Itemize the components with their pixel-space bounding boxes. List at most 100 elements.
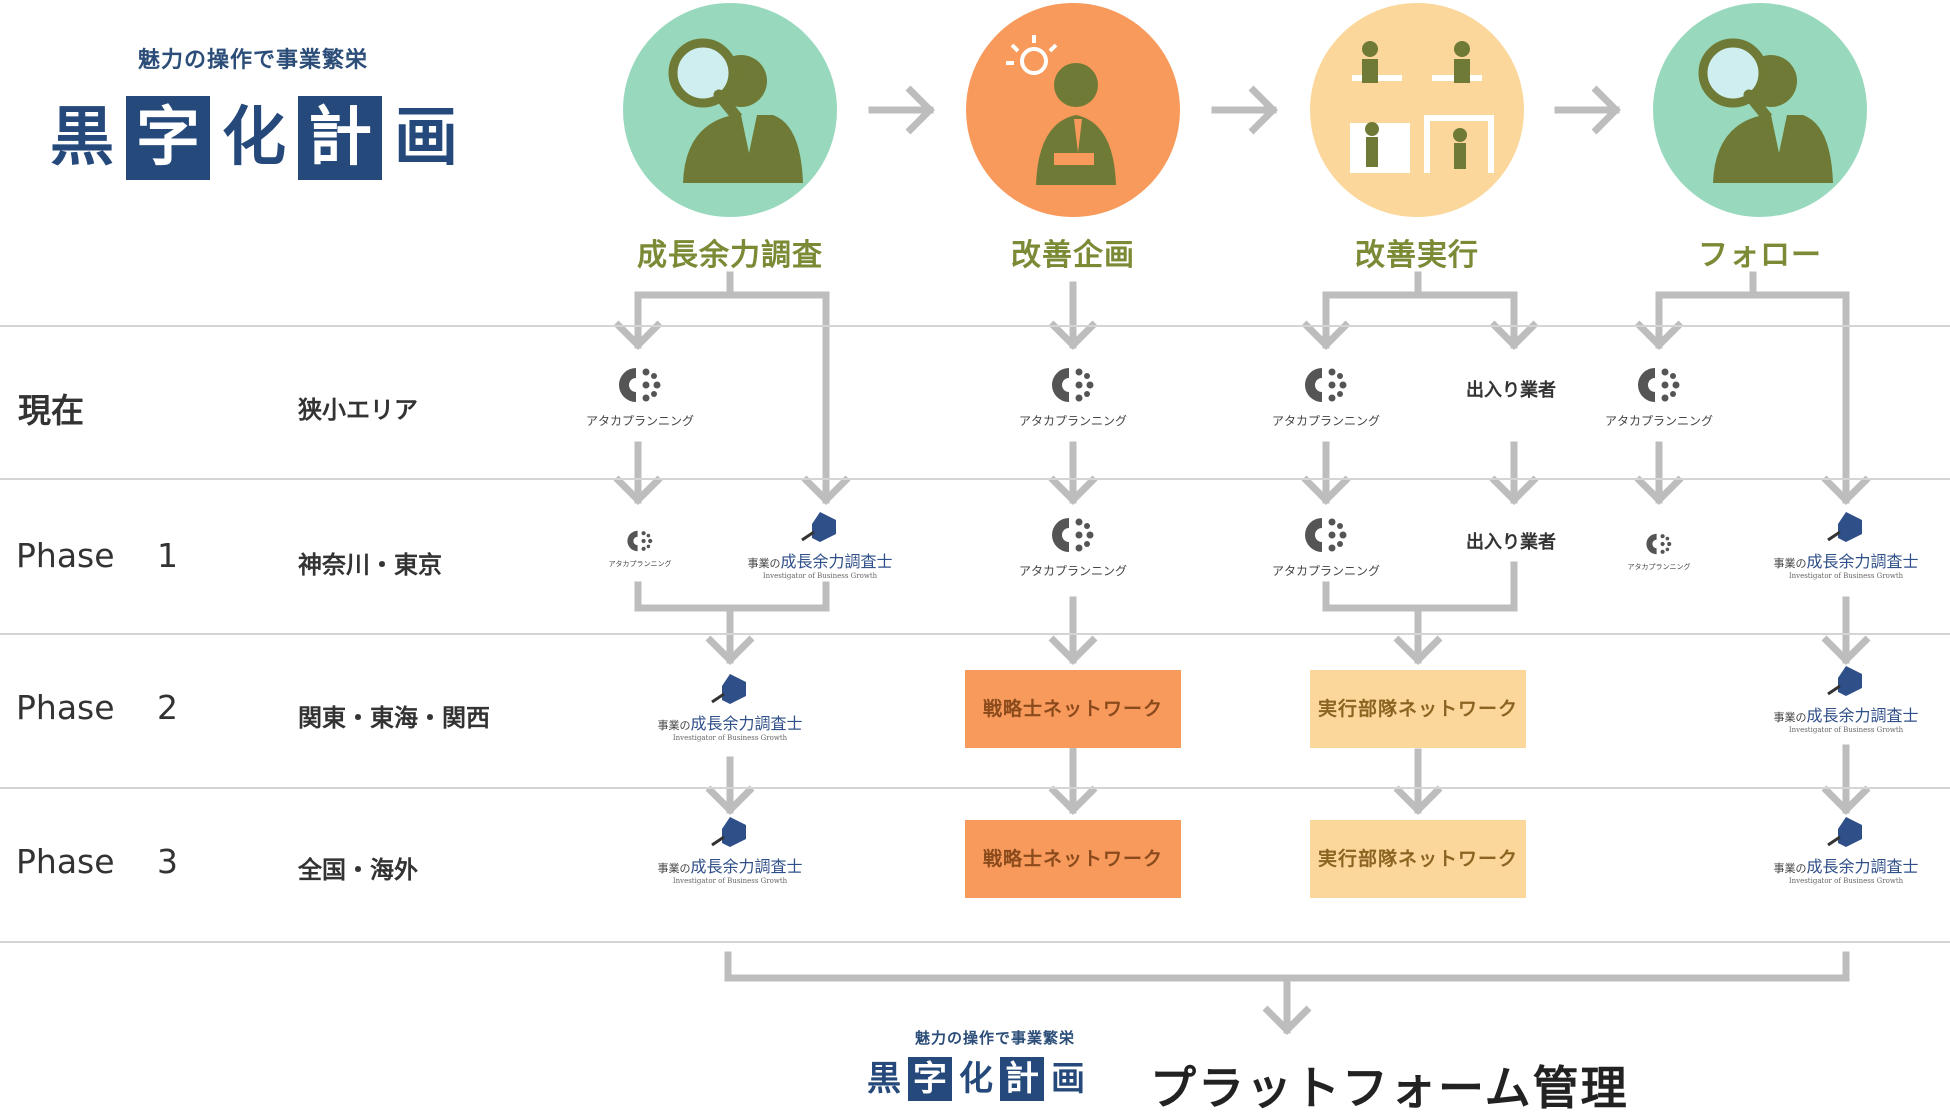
investigator-mark-icon (1827, 666, 1862, 696)
atagaka-mark-icon (1305, 518, 1347, 552)
investigator-mark-icon (1827, 512, 1862, 542)
arrow-head (1248, 85, 1278, 135)
row-divider (0, 787, 1950, 789)
arrow-head (905, 85, 935, 135)
atagaka-logo-small: アタカプランニング (1619, 530, 1699, 572)
atagaka-logo: アタカプランニング (1013, 512, 1133, 579)
header-tagline: 魅力の操作で事業繁栄 (138, 48, 369, 73)
magnifier-person-icon (668, 38, 803, 183)
step-circle-follow (1653, 3, 1867, 217)
investigator-en: Investigator of Business Growth (1788, 877, 1904, 885)
atagaka-text: アタカプランニング (1271, 414, 1380, 428)
strategy-network-box: 戦略士ネットワーク (965, 670, 1181, 748)
investigator-logo: 事業の成長余力調査士 Investigator of Business Grow… (650, 815, 810, 885)
row-label-current: 現在 (18, 391, 84, 430)
investigator-name: 事業の成長余力調査士 (657, 714, 803, 733)
atagaka-mark-icon (1305, 368, 1347, 402)
atagaka-text: アタカプランニング (1018, 414, 1127, 428)
investigator-mark-icon (1827, 817, 1862, 847)
atagaka-logo: アタカプランニング (1599, 362, 1719, 429)
logo-char-1: 黒 (50, 101, 114, 175)
atagaka-mark-icon (627, 530, 653, 552)
arrow-head (1301, 320, 1351, 350)
arrow-head (1821, 475, 1871, 505)
logo-char-3: 化 (222, 101, 286, 175)
step-label-plan: 改善企画 (1011, 238, 1135, 273)
investigator-en: Investigator of Business Growth (1788, 572, 1904, 580)
row-divider (0, 325, 1950, 327)
arrow-head (705, 635, 755, 665)
arrow-head (705, 785, 755, 815)
atagaka-mark-icon (1052, 518, 1094, 552)
arrow-head (1634, 320, 1684, 350)
atagaka-text: アタカプランニング (608, 560, 672, 568)
atagaka-mark-icon (619, 368, 661, 402)
investigator-logo: 事業の成長余力調査士 Investigator of Business Grow… (650, 672, 810, 742)
investigator-name: 事業の成長余力調査士 (1773, 857, 1919, 876)
logo-char-4: 計 (298, 96, 382, 180)
arrow-head (1821, 635, 1871, 665)
arrow-head (801, 475, 851, 505)
vendor-label: 出入り業者 (1466, 532, 1556, 553)
step-circle-plan (966, 3, 1180, 217)
strategy-network-box: 戦略士ネットワーク (965, 820, 1181, 898)
arrow-head (613, 320, 663, 350)
idea-person-icon (1006, 35, 1116, 185)
atagaka-text: アタカプランニング (1018, 564, 1127, 578)
investigator-mark-icon (801, 512, 836, 542)
atagaka-logo-small: アタカプランニング (600, 527, 680, 569)
arrow-head (1489, 475, 1539, 505)
footer-logo-char-3: 化 (959, 1059, 993, 1099)
investigator-logo: 事業の成長余力調査士 Investigator of Business Grow… (1766, 510, 1926, 580)
footer-tagline: 魅力の操作で事業繁栄 (915, 1029, 1076, 1047)
atagaka-logo: アタカプランニング (1013, 362, 1133, 429)
investigator-en: Investigator of Business Growth (762, 572, 878, 580)
atagaka-text: アタカプランニング (1604, 414, 1713, 428)
arrow-head (1301, 475, 1351, 505)
atagaka-text: アタカプランニング (1627, 563, 1691, 571)
atagaka-mark-icon (1638, 368, 1680, 402)
row-label-phase3: Phase (16, 842, 115, 881)
atagaka-logo: アタカプランニング (1266, 362, 1386, 429)
investigator-logo: 事業の成長余力調査士 Investigator of Business Grow… (740, 510, 900, 580)
atagaka-text: アタカプランニング (585, 414, 694, 428)
investigator-name: 事業の成長余力調査士 (1773, 706, 1919, 725)
team-work-icon (1350, 41, 1494, 173)
investigator-name: 事業の成長余力調査士 (657, 857, 803, 876)
footer-logo-char-5: 画 (1051, 1059, 1085, 1099)
arrow-head (613, 475, 663, 505)
row-divider (0, 633, 1950, 635)
step-label-survey: 成長余力調査 (637, 238, 823, 273)
investigator-logo: 事業の成長余力調査士 Investigator of Business Grow… (1766, 664, 1926, 734)
investigator-en: Investigator of Business Growth (672, 734, 788, 742)
atagaka-logo: アタカプランニング (580, 362, 700, 429)
arrow-head (1048, 320, 1098, 350)
row-divider (0, 941, 1950, 943)
row-num-phase3: 3 (157, 842, 178, 881)
atagaka-text: アタカプランニング (1271, 564, 1380, 578)
row-region-phase2: 関東・東海・関西 (298, 704, 490, 732)
arrow-head (1591, 85, 1621, 135)
arrow-head (1048, 475, 1098, 505)
investigator-logo: 事業の成長余力調査士 Investigator of Business Grow… (1766, 815, 1926, 885)
investigator-en: Investigator of Business Growth (1788, 726, 1904, 734)
row-region-current: 狭小エリア (298, 396, 418, 424)
arrow-head (1393, 635, 1443, 665)
logo-char-5: 画 (394, 101, 458, 175)
platform-title: プラットフォーム管理 (1150, 1061, 1629, 1115)
footer-logo-char-1: 黒 (867, 1059, 901, 1099)
investigator-name: 事業の成長余力調査士 (747, 552, 893, 571)
row-num-phase2: 2 (157, 688, 178, 727)
step-circle-survey (623, 3, 837, 217)
arrow-head (1489, 320, 1539, 350)
execution-network-box: 実行部隊ネットワーク (1310, 820, 1526, 898)
logo-char-2: 字 (126, 96, 210, 180)
step-circle-execute (1310, 3, 1524, 217)
magnifier-person-icon (1698, 38, 1833, 183)
investigator-name: 事業の成長余力調査士 (1773, 552, 1919, 571)
arrow-head (1262, 1005, 1312, 1035)
arrow-head (1634, 475, 1684, 505)
row-num-phase1: 1 (157, 536, 178, 575)
row-label-phase1: Phase (16, 536, 115, 575)
